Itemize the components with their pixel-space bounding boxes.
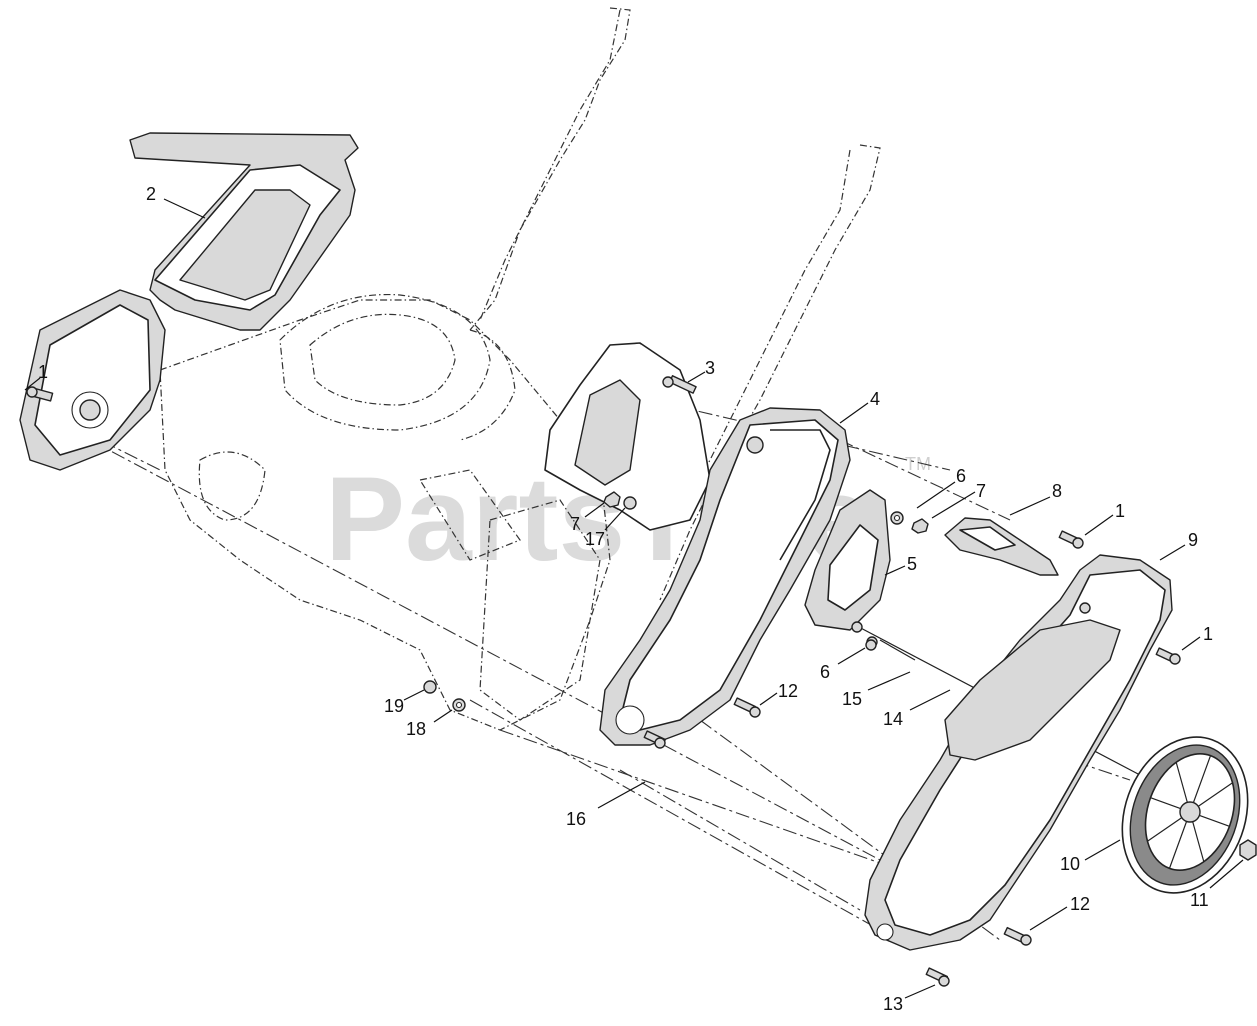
callout-1-bracket: 1 [1115,501,1125,521]
callout-1-right: 1 [1203,624,1213,644]
bolt-left [26,386,54,402]
washer-18 [452,698,466,712]
callout-4: 4 [870,389,880,409]
callout-1-left: 1 [38,362,48,382]
left-side-cover [129,132,359,331]
callout-17: 17 [585,529,605,549]
callout-5: 5 [907,554,917,574]
washer-6 [890,511,904,525]
bolt-1-right [1155,647,1181,665]
wheel [1121,736,1249,894]
auger-housing-phantom [159,293,611,731]
callout-12-left: 12 [778,681,798,701]
bolt-3 [662,375,697,394]
callout-9: 9 [1188,530,1198,550]
callout-12-right: 12 [1070,894,1090,914]
washer-17 [623,496,637,510]
callout-8: 8 [1052,481,1062,501]
washer-6-lower [865,639,877,651]
bolt-16 [643,730,667,749]
bolt-13 [925,967,950,987]
bolt-1-bracket [1058,530,1084,549]
bolt-12-right [1003,926,1032,946]
callout-labels: 2 1 3 4 6 7 8 1 9 7 17 5 1 6 15 14 12 19… [38,184,1213,1014]
callout-6-lower: 6 [820,662,830,682]
inner-plate [804,489,891,631]
callout-7-left: 7 [570,514,580,534]
leader-lines [24,198,1244,999]
wheel-cover [864,554,1173,951]
center-bracket [544,342,711,531]
bolt-12-left [733,697,761,718]
nut-11 [1239,839,1257,861]
handle-phantom [469,7,881,601]
small-bracket [944,517,1059,576]
nut-7 [911,518,929,534]
callout-3: 3 [705,358,715,378]
callout-16: 16 [566,809,586,829]
callout-15: 15 [842,689,862,709]
callout-18: 18 [406,719,426,739]
callout-2: 2 [146,184,156,204]
callout-11: 11 [1190,890,1209,910]
callout-13: 13 [883,994,903,1014]
left-lower-cover [19,289,166,471]
right-side-plate [599,407,851,746]
nut-19 [423,680,437,694]
nut-7-left [603,491,621,508]
callout-10: 10 [1060,854,1080,874]
callout-19: 19 [384,696,404,716]
callout-6-top: 6 [956,466,966,486]
callout-14: 14 [883,709,903,729]
watermark-trademark: TM [905,454,931,474]
callout-7-top: 7 [976,481,986,501]
